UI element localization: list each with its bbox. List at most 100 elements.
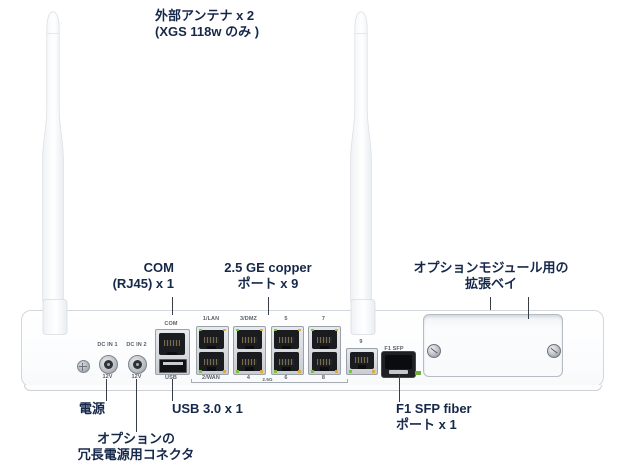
power-leader-line xyxy=(106,379,107,401)
led-amber xyxy=(372,370,375,373)
chassis-base xyxy=(24,385,602,391)
com-annotation: COM (RJ45) x 1 xyxy=(94,260,174,291)
bay-leader-line-right xyxy=(528,296,529,319)
rj45-pins xyxy=(204,358,219,365)
expansion-bay-annotation: オプションモジュール用の 拡張ベイ xyxy=(401,260,581,291)
sfp-cage xyxy=(381,351,416,378)
led-amber xyxy=(335,328,338,331)
sfp-annotation: F1 SFP fiber ポート x 1 xyxy=(396,401,472,432)
port9-rj45-pins xyxy=(354,356,369,363)
eth-label-5: 5 xyxy=(284,315,288,322)
expansion-bay xyxy=(423,314,563,377)
com-port-label: COM xyxy=(164,321,178,327)
sfp-annotation-line2: ポート x 1 xyxy=(396,416,457,432)
usb-annotation-label: USB 3.0 x 1 xyxy=(172,401,243,416)
bay-leader-line-left xyxy=(490,296,491,310)
rj45-jack xyxy=(311,351,337,371)
eth-label-1lan: 1/LAN xyxy=(202,315,220,322)
ground-screw xyxy=(76,360,90,373)
led-amber xyxy=(335,370,338,373)
dc-in-2-voltage-label: 12V xyxy=(131,373,142,380)
redundant-power-annotation: オプションの 冗長電源用コネクタ xyxy=(56,431,216,462)
sfp-led-green xyxy=(415,370,421,375)
redundant-power-annotation-line1: オプションの xyxy=(96,431,175,446)
eth-label-6: 6 xyxy=(284,374,288,381)
ethernet-port-column-2 xyxy=(233,326,266,375)
rj45-pins xyxy=(241,358,257,365)
ethernet-port-column-1 xyxy=(195,326,229,375)
expansion-bay-annotation-line1: オプションモジュール用の xyxy=(413,260,569,275)
led-green xyxy=(349,370,352,373)
copper-leader-line xyxy=(267,296,269,315)
bay-screw-right xyxy=(547,344,561,358)
sfp-leader-line xyxy=(398,375,400,402)
dc-in-2-label: DC IN 2 xyxy=(126,342,147,348)
led-amber xyxy=(297,328,301,331)
rj45-jack xyxy=(236,351,262,371)
led-green xyxy=(311,370,314,373)
com-usb-module xyxy=(154,329,190,375)
com-annotation-line1: COM xyxy=(143,260,174,275)
antenna-right xyxy=(350,11,376,337)
led-green xyxy=(273,328,277,331)
antenna-right-shape xyxy=(350,11,376,335)
dc-in-1-voltage-label: 12V xyxy=(102,373,113,380)
rj45-jack xyxy=(236,330,262,349)
antenna-annotation-line2: (XGS 118w のみ ) xyxy=(155,23,260,39)
led-amber xyxy=(260,328,263,331)
eth-label-3dmz: 3/DMZ xyxy=(240,315,257,322)
com-leader-line xyxy=(171,296,173,315)
led-amber xyxy=(297,370,301,373)
rj45-pins xyxy=(316,358,332,365)
rj45-pins xyxy=(279,358,294,365)
expansion-bay-annotation-line2: 拡張ベイ xyxy=(464,275,517,291)
rj45-pins xyxy=(316,337,332,343)
led-amber xyxy=(222,328,226,331)
rj45-pins xyxy=(204,337,219,343)
copper-ports-annotation-line2: ポート x 9 xyxy=(237,275,299,291)
rj45-pins xyxy=(279,337,294,343)
led-green xyxy=(198,328,202,331)
rj45-jack xyxy=(199,351,224,371)
led-green xyxy=(236,370,239,373)
port9-frame xyxy=(346,348,378,375)
led-green xyxy=(273,370,277,373)
port9-label: 9 xyxy=(359,338,363,345)
led-amber xyxy=(222,370,226,373)
ethernet-port-column-4 xyxy=(308,326,341,375)
led-green xyxy=(236,328,239,331)
dc-in-1-label: DC IN 1 xyxy=(97,342,118,348)
dc-in-1-pin xyxy=(107,362,110,366)
eth-label-4: 4 xyxy=(246,374,251,381)
usb-annotation: USB 3.0 x 1 xyxy=(172,401,243,417)
ethernet-port-column-3 xyxy=(270,326,304,375)
rj45-jack xyxy=(311,330,337,349)
chassis: DC IN 1 12V DC IN 2 12V COM USB 1/LAN 3/… xyxy=(21,310,604,387)
redundant-power-annotation-line2: 冗長電源用コネクタ xyxy=(77,446,195,462)
port-group-bracket xyxy=(191,378,348,383)
power-annotation: 電源 xyxy=(79,401,105,417)
antenna-annotation: 外部アンテナ x 2 (XGS 118w のみ ) xyxy=(155,8,259,39)
dc-in-1-connector xyxy=(99,354,118,374)
led-green xyxy=(311,328,314,331)
sfp-port-label: F1 SFP xyxy=(384,345,404,352)
rj45-jack xyxy=(199,330,224,349)
bay-screw-left xyxy=(427,344,441,358)
sfp-annotation-line1: F1 SFP fiber xyxy=(396,401,472,416)
redundant-power-leader-line xyxy=(135,379,137,432)
eth-label-7: 7 xyxy=(321,315,326,322)
com-rj45-pins xyxy=(163,340,180,346)
rj45-jack xyxy=(274,330,299,349)
eth-label-2wan: 2/WAN xyxy=(202,374,220,381)
com-annotation-line2: (RJ45) x 1 xyxy=(112,275,174,291)
power-annotation-label: 電源 xyxy=(79,401,106,416)
copper-ports-annotation: 2.5 GE copper ポート x 9 xyxy=(197,260,339,291)
led-green xyxy=(198,370,202,373)
dc-in-2-pin xyxy=(136,362,139,366)
copper-ports-annotation-line1: 2.5 GE copper xyxy=(224,260,312,275)
usb-port-label: USB xyxy=(165,374,177,381)
antenna-annotation-line1: 外部アンテナ x 2 xyxy=(155,8,255,23)
eth-label-8: 8 xyxy=(321,374,326,381)
eth-speed-label: 2.5G xyxy=(262,376,273,382)
